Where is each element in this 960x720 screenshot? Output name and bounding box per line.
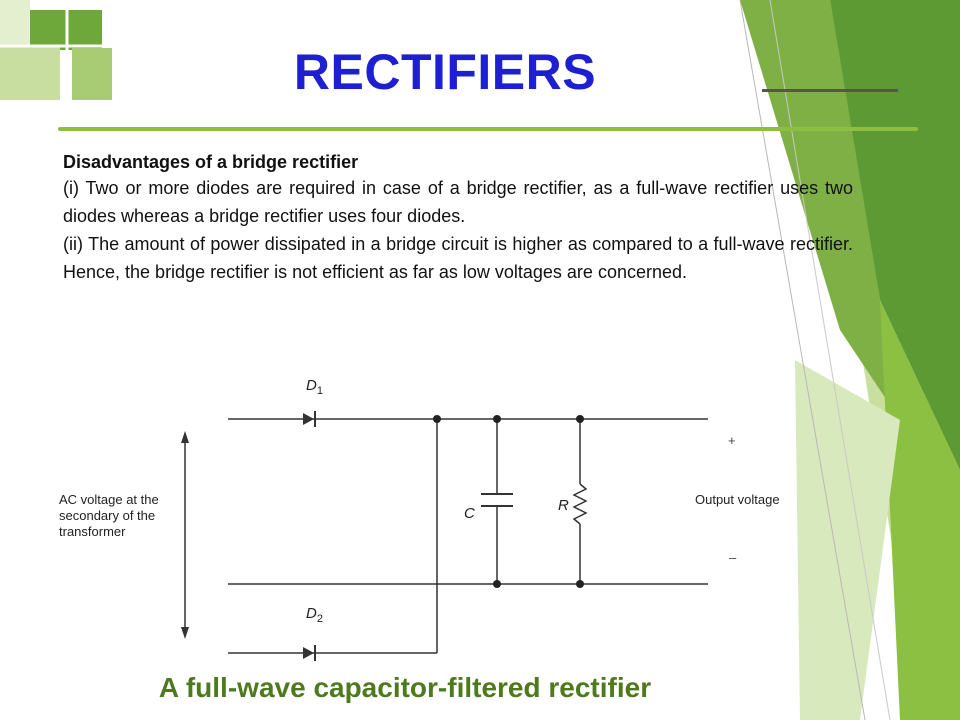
- label-plus: +: [728, 433, 736, 448]
- right-facet-pale: [795, 360, 900, 720]
- title-divider: [58, 127, 918, 131]
- label-d2: D2: [306, 605, 323, 625]
- junction-dot: [433, 415, 441, 423]
- junction-dot: [576, 415, 584, 423]
- ac-label-line: AC voltage at the: [59, 492, 159, 507]
- ac-arrow-up-icon: [181, 431, 189, 443]
- label-minus: –: [729, 550, 737, 565]
- junction-dot: [493, 415, 501, 423]
- circuit-diagram-panel: [20, 342, 795, 668]
- right-facet-bright: [880, 300, 960, 720]
- section-heading: Disadvantages of a bridge rectifier: [63, 152, 359, 172]
- label-d1: D1: [306, 377, 323, 397]
- right-facet-dark: [830, 0, 960, 470]
- corner-block-mid: [72, 48, 112, 100]
- facet-line-1: [739, 0, 866, 720]
- diode-d1-symbol: [303, 413, 314, 425]
- ac-label-line: secondary of the: [59, 508, 156, 523]
- point-2: (ii) The amount of power dissipated in a…: [63, 234, 853, 282]
- ac-arrow-down-icon: [181, 627, 189, 639]
- label-capacitor: C: [464, 505, 475, 522]
- diagram-caption: A full-wave capacitor-filtered rectifier: [158, 672, 652, 703]
- corner-block-light: [0, 45, 60, 100]
- diode-d2-symbol: [303, 647, 314, 659]
- slide-title: RECTIFIERS: [293, 44, 597, 100]
- junction-dot: [576, 580, 584, 588]
- junction-dot: [493, 580, 501, 588]
- resistor-zigzag: [572, 483, 588, 525]
- ac-label-line: transformer: [59, 524, 126, 539]
- right-facet-mid: [740, 0, 900, 420]
- point-1: (i) Two or more diodes are required in c…: [63, 178, 853, 226]
- facet-line-2: [769, 0, 891, 720]
- output-voltage-label: Output voltage: [695, 492, 780, 507]
- body-text: Disadvantages of a bridge rectifier (i) …: [63, 150, 853, 286]
- corner-block-pale: [0, 0, 30, 45]
- label-resistor: R: [558, 497, 569, 514]
- title-underline-stub: [762, 89, 898, 92]
- ac-voltage-label: AC voltage at the secondary of the trans…: [59, 492, 159, 540]
